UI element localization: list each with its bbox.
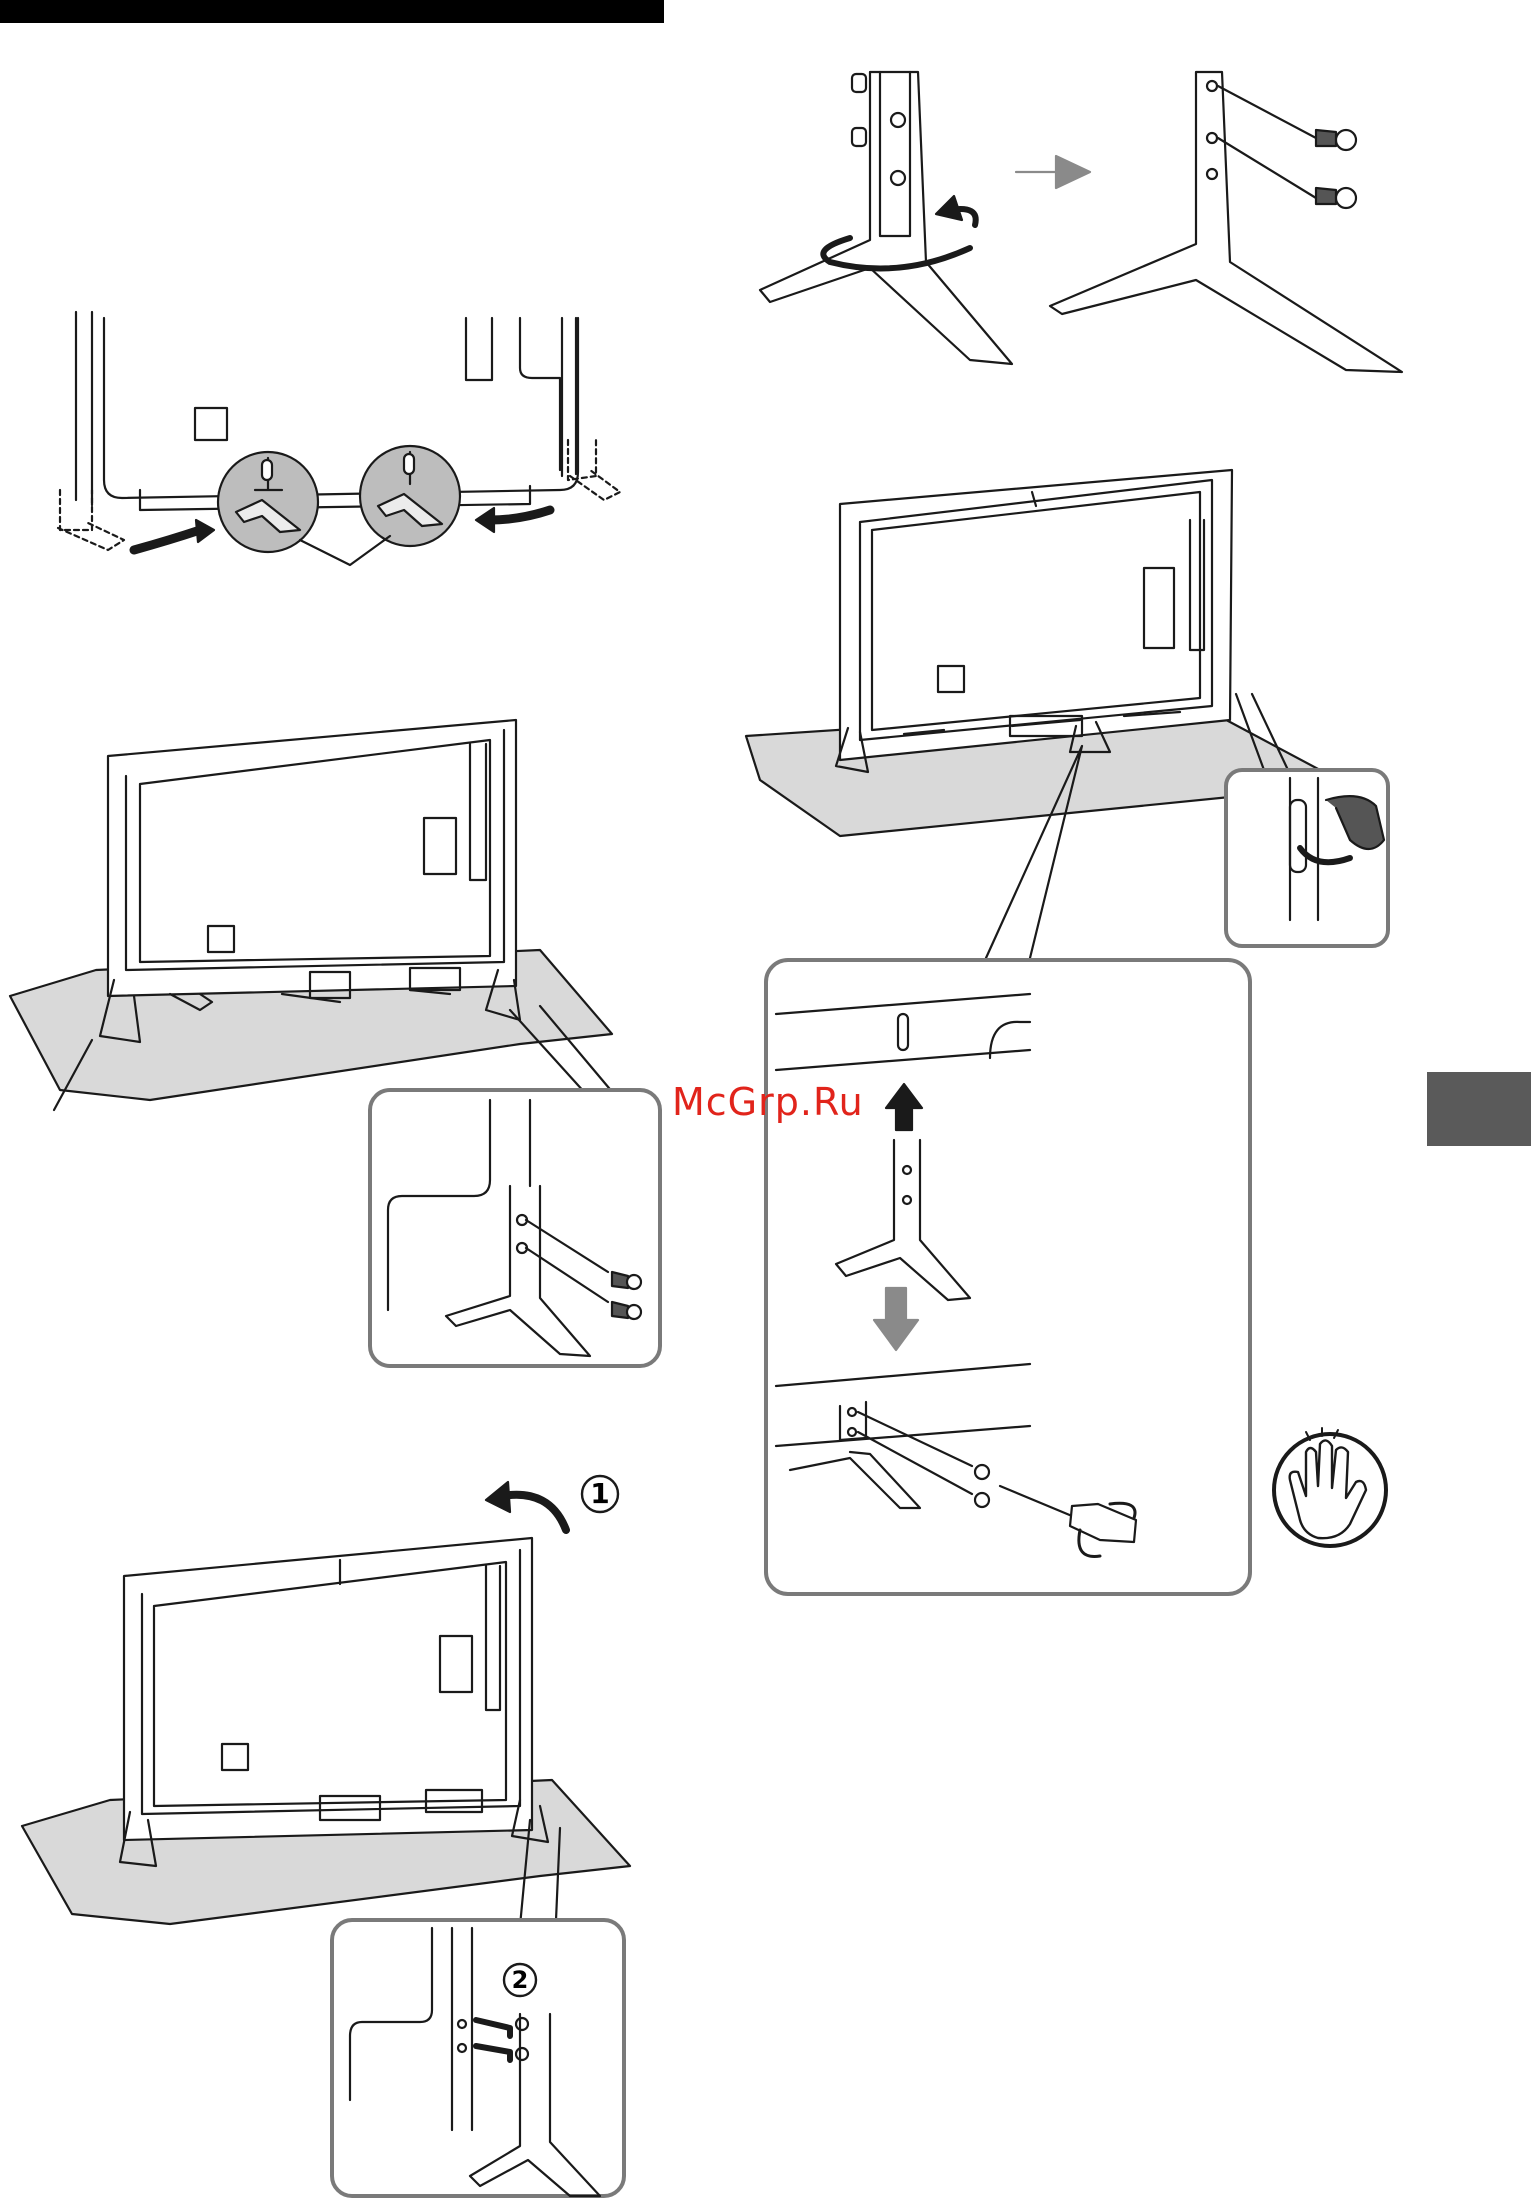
zoom-panel-stand-assembly xyxy=(766,960,1250,1594)
figure-stand-screws xyxy=(760,72,1402,372)
zoom-circle-right xyxy=(360,446,460,546)
rotate-arrow-icon xyxy=(134,508,550,550)
figure-tv-on-shelf xyxy=(10,720,660,1366)
figure-tv-center-stand xyxy=(746,470,1388,1594)
screw-icon xyxy=(1316,130,1356,208)
figure-tv-tilt xyxy=(22,1476,630,2196)
zoom-circle-left xyxy=(218,452,318,552)
zoom-panel-stand-screws xyxy=(370,1090,660,1366)
figure-stand-rotation xyxy=(58,312,620,565)
watermark: McGrp.Ru xyxy=(672,1078,892,1126)
zoom-panel-handle xyxy=(1226,770,1388,946)
hand-caution-icon xyxy=(1274,1428,1386,1546)
step-two-number: 2 xyxy=(500,1960,540,2000)
right-arrow-icon xyxy=(1016,156,1090,188)
step-one-number: 1 xyxy=(580,1474,620,1514)
zoom-panel-stand-slide xyxy=(332,1920,624,2196)
rotate-arrow-icon xyxy=(486,1482,566,1530)
rotate-arrow-icon xyxy=(823,196,975,268)
